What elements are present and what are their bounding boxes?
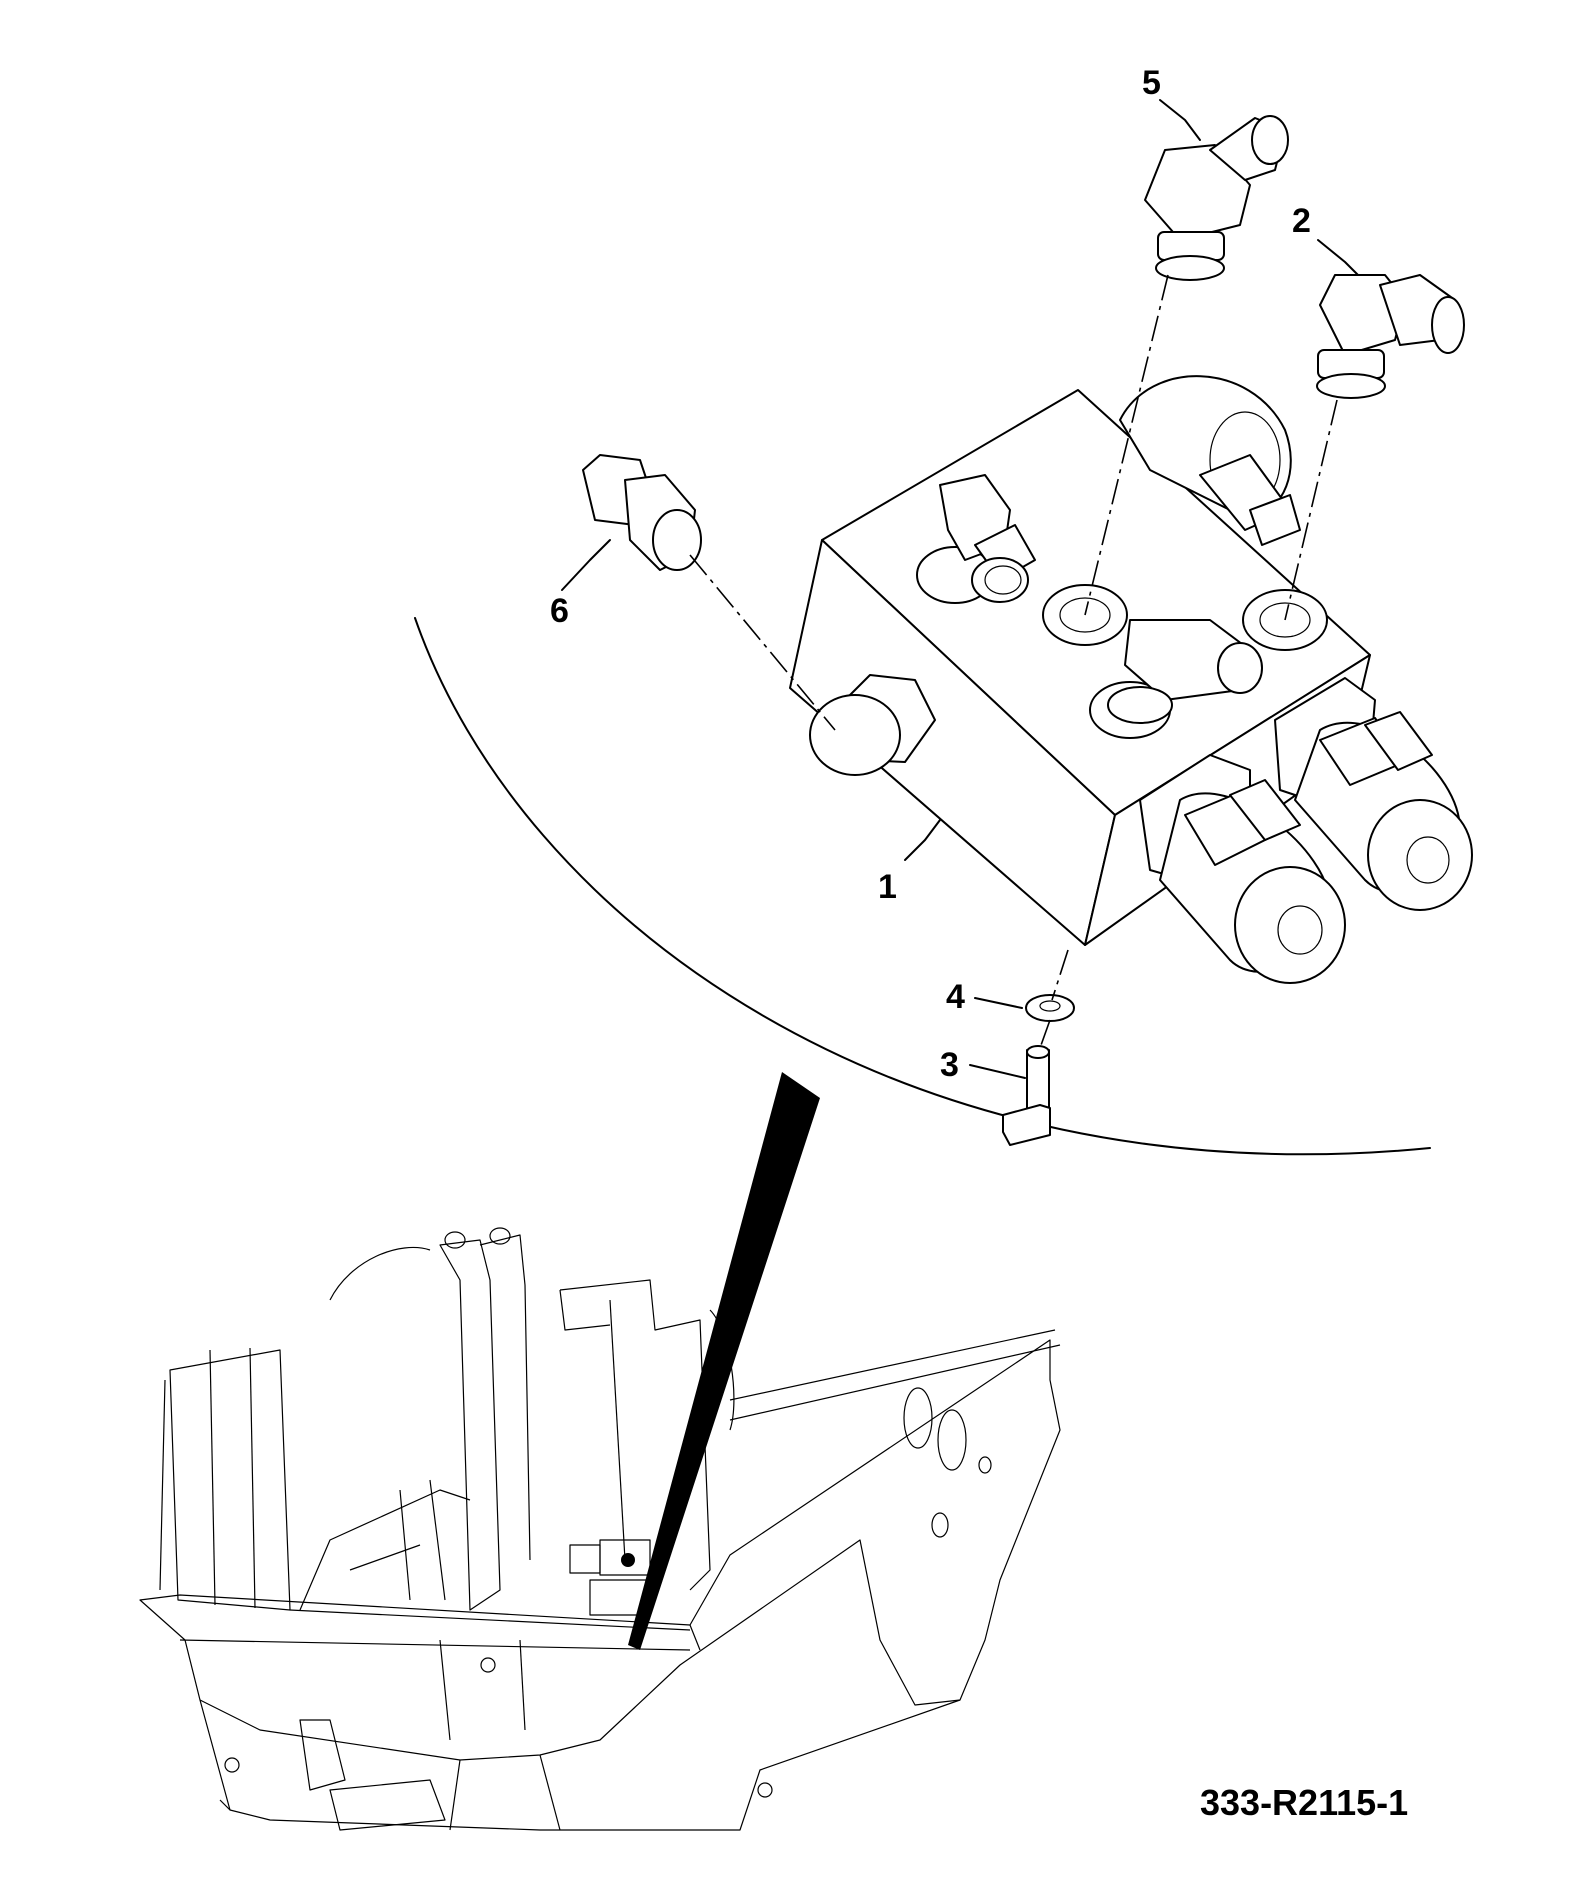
callout-6: 6: [550, 592, 569, 630]
detail-pointer: [628, 1072, 820, 1650]
drawing-number: 333-R2115-1: [1200, 1782, 1409, 1823]
detail-view-boundary: [414, 617, 1431, 1156]
callout-5: 5: [1142, 64, 1161, 102]
callout-2: 2: [1292, 202, 1311, 240]
callout-1: 1: [878, 868, 897, 906]
valve-block: [789, 375, 1473, 984]
elbow-fitting-5: [1144, 115, 1289, 281]
leader-2: [1317, 239, 1359, 276]
machine-chassis: [139, 1227, 1061, 1831]
elbow-fitting-2: [1316, 274, 1465, 399]
callout-4: 4: [946, 978, 965, 1016]
leader-4: [974, 997, 1023, 1009]
leader-5: [1159, 99, 1201, 141]
washer-4: [1025, 994, 1075, 1022]
callout-3: 3: [940, 1046, 959, 1084]
leader-1: [904, 819, 941, 861]
bolt-3: [1002, 1045, 1051, 1146]
straight-fitting-6: [582, 454, 702, 571]
leader-6: [561, 539, 611, 591]
leader-3: [969, 1064, 1026, 1079]
